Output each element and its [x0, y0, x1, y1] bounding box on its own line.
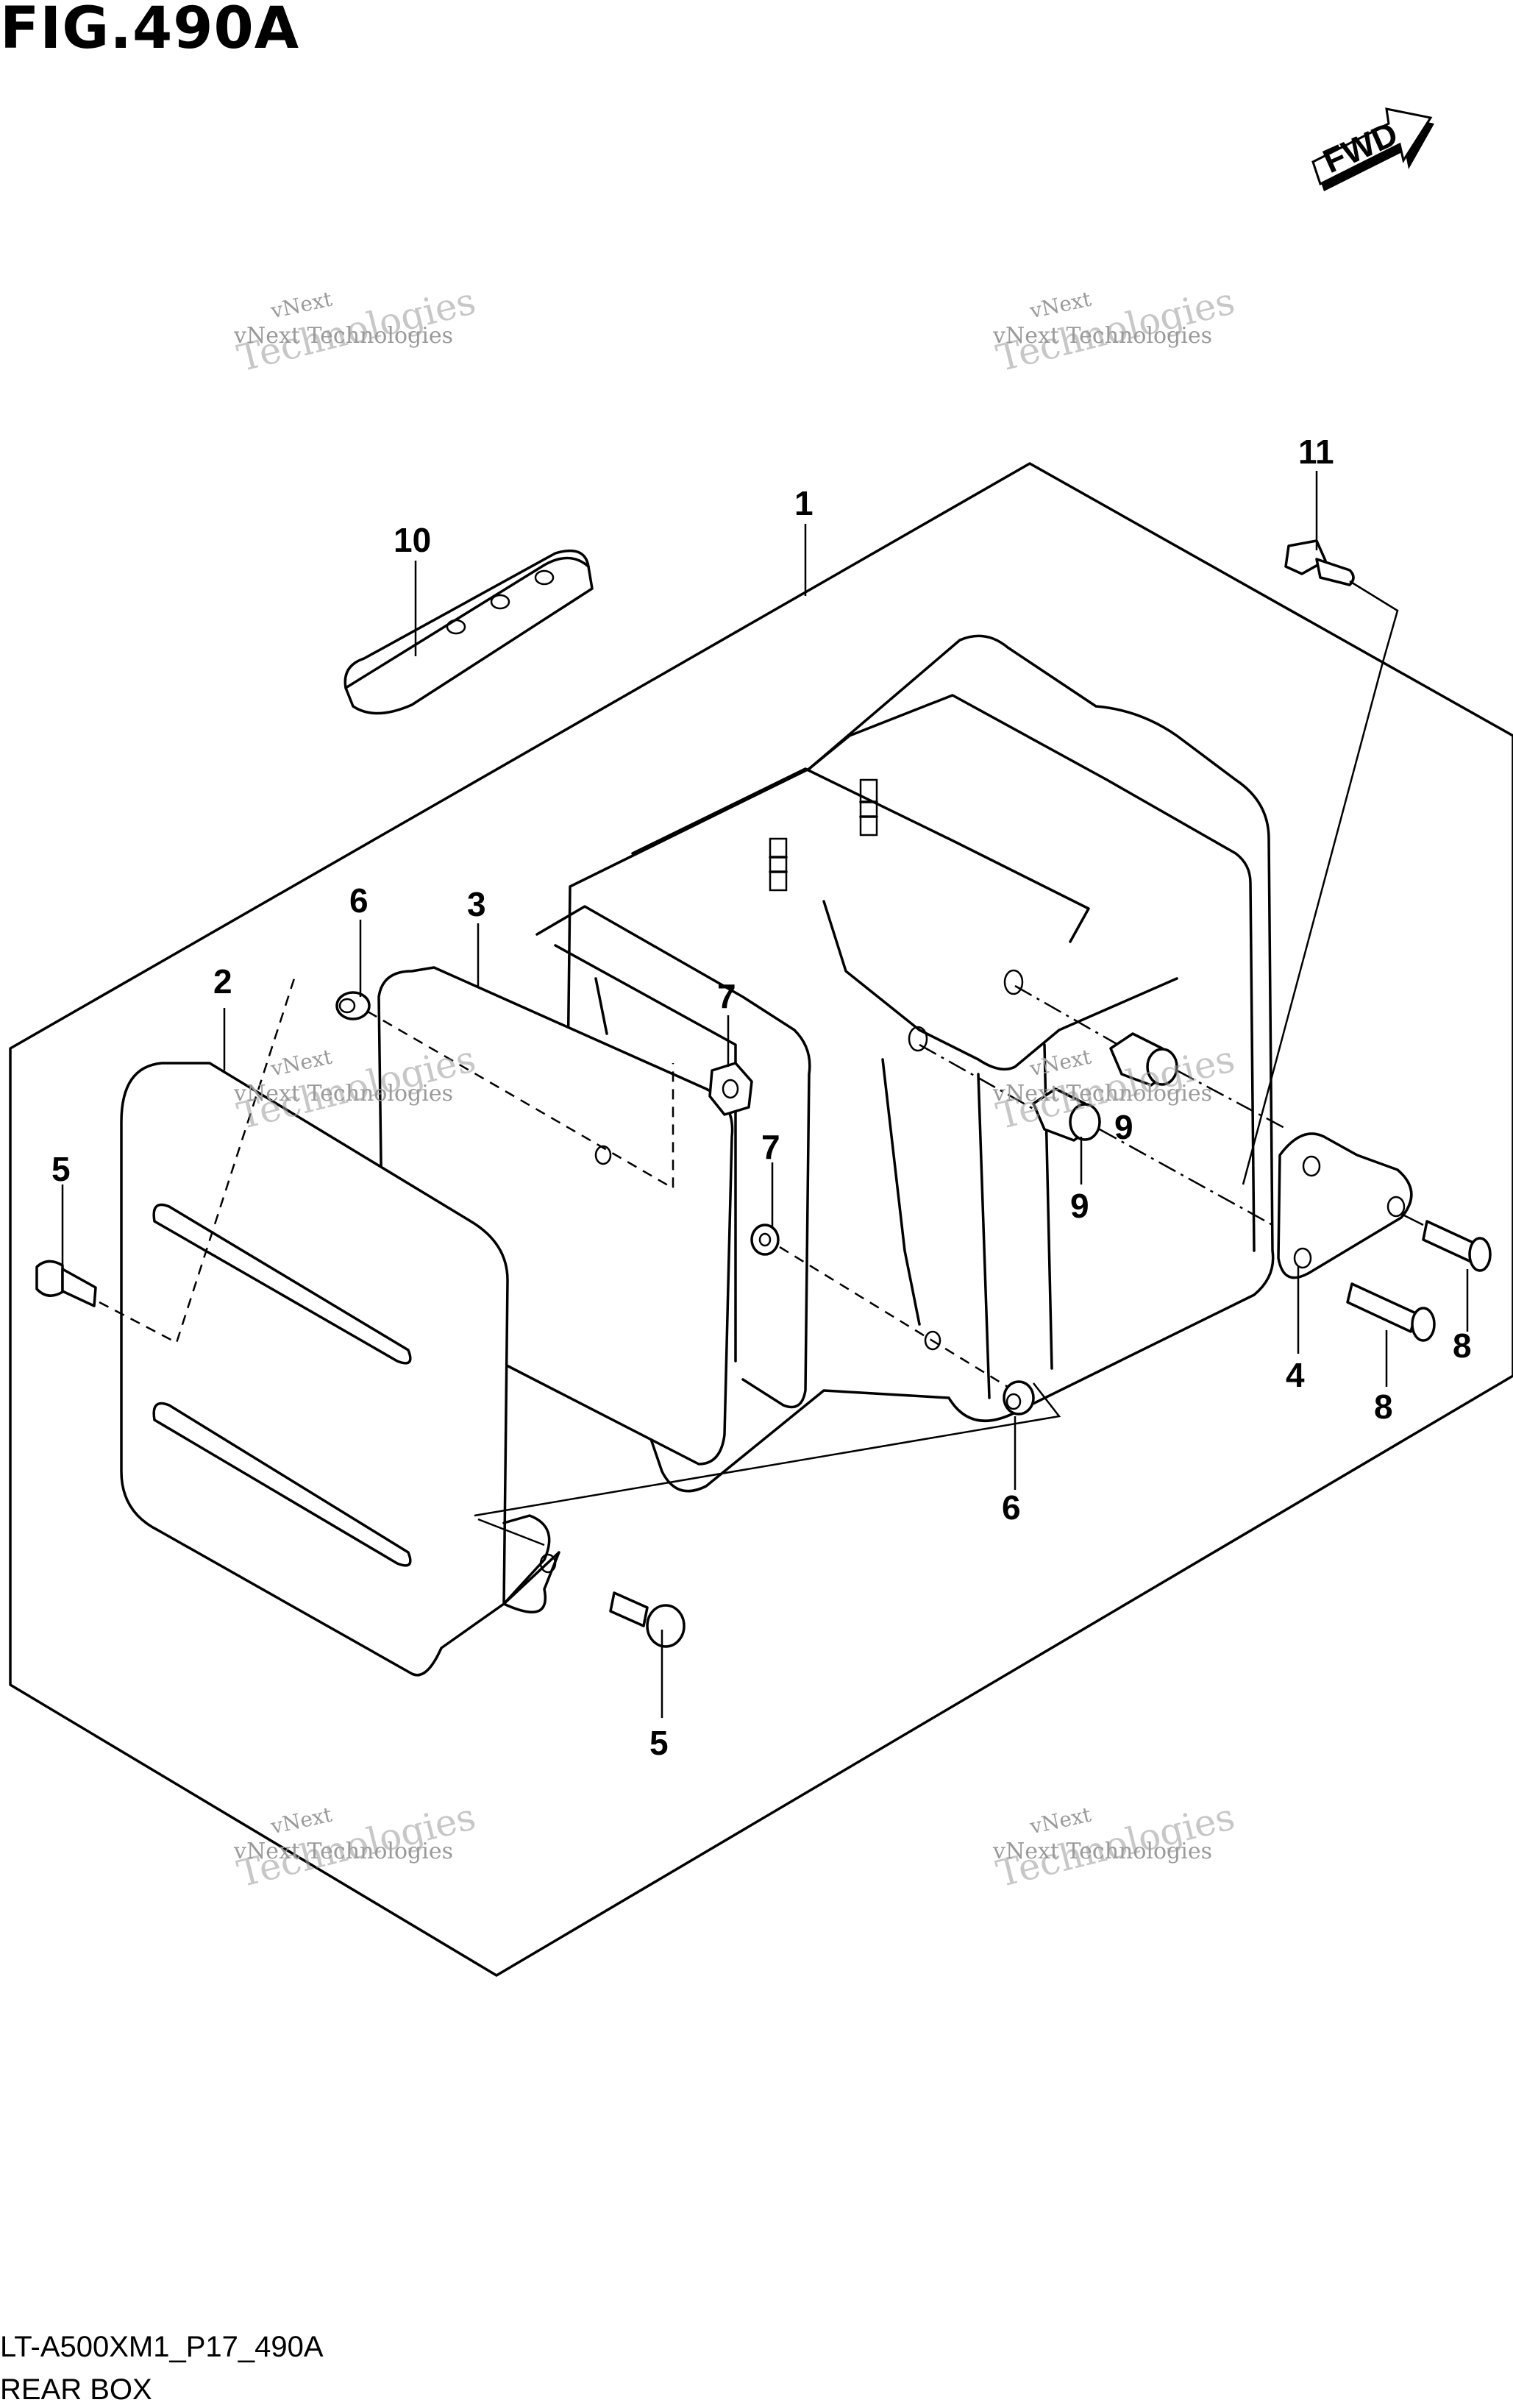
- part-8-screw-upper: [1422, 1220, 1492, 1272]
- callout-7-upper: 7: [717, 977, 736, 1015]
- callout-3: 3: [467, 885, 486, 923]
- part-1-rear-box-body: [535, 634, 1275, 1493]
- assembly-path-5-bottom: [477, 1518, 545, 1546]
- callout-5-bottom: 5: [649, 1724, 669, 1762]
- part-6-washer-lower: [1003, 1380, 1035, 1416]
- part-4-bracket-plate: [1277, 1132, 1413, 1279]
- callout-9-upper: 9: [1114, 1108, 1133, 1146]
- part-9-collar-lower: [1032, 1087, 1101, 1142]
- assembly-path-5-left: [99, 978, 296, 1344]
- section-name: REAR BOX: [0, 2373, 152, 2406]
- callout-11: 11: [1298, 433, 1334, 471]
- part-2-lens-cover: [120, 1062, 560, 1677]
- callout-6-lower: 6: [1002, 1488, 1021, 1527]
- model-code: LT-A500XM1_P17_490A: [0, 2331, 324, 2363]
- assembly-path-8: [1400, 1212, 1424, 1226]
- callout-10: 10: [394, 521, 431, 559]
- callout-5-left: 5: [51, 1150, 71, 1188]
- part-11-bolt: [1284, 539, 1355, 586]
- assembly-path-9-lower: [919, 1043, 1273, 1226]
- assembly-path-9-upper: [1014, 984, 1288, 1131]
- assembly-path-11: [1242, 580, 1399, 1185]
- assembly-path-6-lower: [474, 1382, 1061, 1517]
- callout-9-lower: 9: [1070, 1187, 1089, 1225]
- assembly-boundary: [9, 462, 1513, 1977]
- assembly-path-7-lower: [779, 1246, 1008, 1388]
- part-6-washer-upper: [335, 991, 371, 1020]
- part-5-screw-bottom: [609, 1591, 686, 1648]
- part-5-screw-left: [35, 1260, 97, 1307]
- callout-7-lower: 7: [761, 1128, 780, 1166]
- callout-8-upper: 8: [1453, 1326, 1472, 1365]
- callout-1: 1: [794, 484, 814, 522]
- callout-4: 4: [1286, 1356, 1305, 1394]
- part-7-nut-lower: [750, 1223, 780, 1256]
- callout-8-lower: 8: [1374, 1388, 1393, 1426]
- callout-6-upper: 6: [349, 881, 369, 920]
- part-7-nut-upper: [708, 1062, 753, 1116]
- part-8-screw-lower: [1346, 1282, 1436, 1342]
- fwd-arrow-icon: FWD: [1311, 107, 1434, 191]
- figure-title: FIG.490A: [0, 0, 300, 62]
- leader-lines: [61, 471, 1469, 1718]
- part-10-bracket-bar: [343, 549, 594, 715]
- part-9-collar-upper: [1109, 1032, 1178, 1087]
- callout-2: 2: [213, 962, 232, 1001]
